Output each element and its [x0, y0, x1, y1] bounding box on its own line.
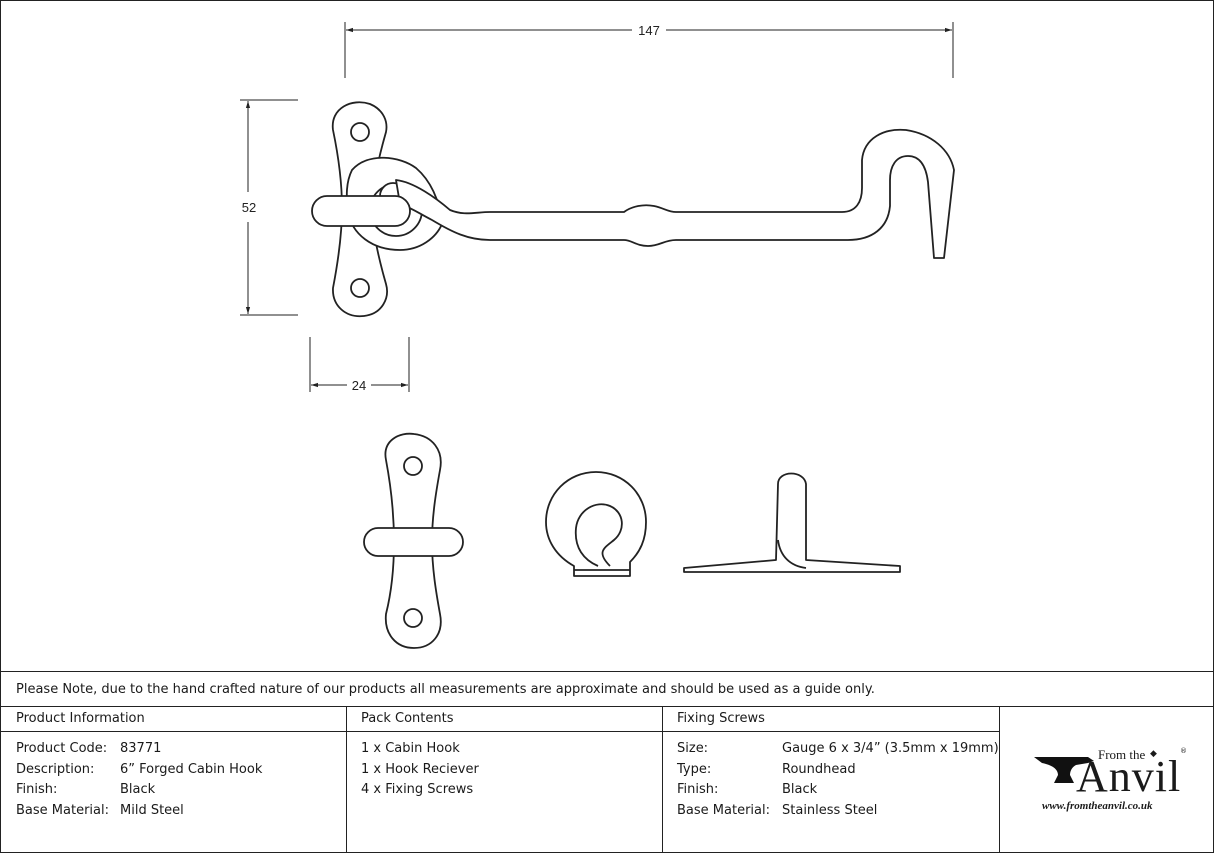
dimension-depth-label: 24: [352, 378, 366, 393]
dimension-depth: [309, 337, 410, 392]
registered-mark: ®: [1180, 747, 1187, 755]
logo-brand-text: Anvil: [1076, 752, 1182, 801]
hook-side-view: [363, 432, 464, 649]
row-value: Black: [120, 782, 156, 797]
row-label: Description:: [16, 762, 95, 777]
receiver-front-view: [545, 471, 647, 577]
pack-item: 1 x Hook Reciever: [361, 762, 479, 777]
row-label: Finish:: [16, 782, 58, 797]
pack-contents-title: Pack Contents: [361, 711, 454, 726]
row-value: Roundhead: [782, 762, 856, 777]
dimension-width: [344, 22, 954, 78]
receiver-side-view: [683, 472, 901, 573]
disclaimer-note: Please Note, due to the hand crafted nat…: [16, 682, 875, 697]
product-information-title: Product Information: [16, 711, 145, 726]
row-label: Type:: [677, 762, 712, 777]
column-divider: [346, 706, 347, 853]
row-label: Size:: [677, 741, 709, 756]
pack-item: 1 x Cabin Hook: [361, 741, 460, 756]
fixing-screws-title: Fixing Screws: [677, 711, 765, 726]
divider: [0, 706, 1214, 707]
column-divider: [999, 706, 1000, 853]
hook-front-view: [311, 101, 955, 318]
from-the-anvil-logo: From the ◆ ® Anvil www.fromtheanvil.co.u…: [1032, 743, 1192, 823]
diamond-icon: ◆: [1150, 749, 1157, 759]
row-value: Mild Steel: [120, 803, 184, 818]
row-label: Finish:: [677, 782, 719, 797]
row-label: Base Material:: [16, 803, 109, 818]
anvil-icon: [1034, 757, 1094, 783]
divider: [0, 671, 1214, 672]
row-value: 6” Forged Cabin Hook: [120, 762, 263, 777]
row-value: Gauge 6 x 3/4” (3.5mm x 19mm): [782, 741, 999, 756]
pack-item: 4 x Fixing Screws: [361, 782, 474, 797]
row-value: 83771: [120, 741, 162, 756]
logo-url: www.fromtheanvil.co.uk: [1042, 800, 1153, 812]
info-panel: Please Note, due to the hand crafted nat…: [0, 671, 1214, 853]
divider: [0, 731, 1000, 732]
dimension-height-label: 52: [242, 200, 256, 215]
dimension-height: [240, 99, 298, 316]
row-label: Product Code:: [16, 741, 108, 756]
row-value: Stainless Steel: [782, 803, 878, 818]
row-value: Black: [782, 782, 818, 797]
column-divider: [662, 706, 663, 853]
technical-drawing: 147 52 24: [240, 22, 955, 649]
logo-from-text: From the: [1098, 747, 1146, 762]
row-label: Base Material:: [677, 803, 770, 818]
dimension-width-label: 147: [638, 23, 660, 38]
